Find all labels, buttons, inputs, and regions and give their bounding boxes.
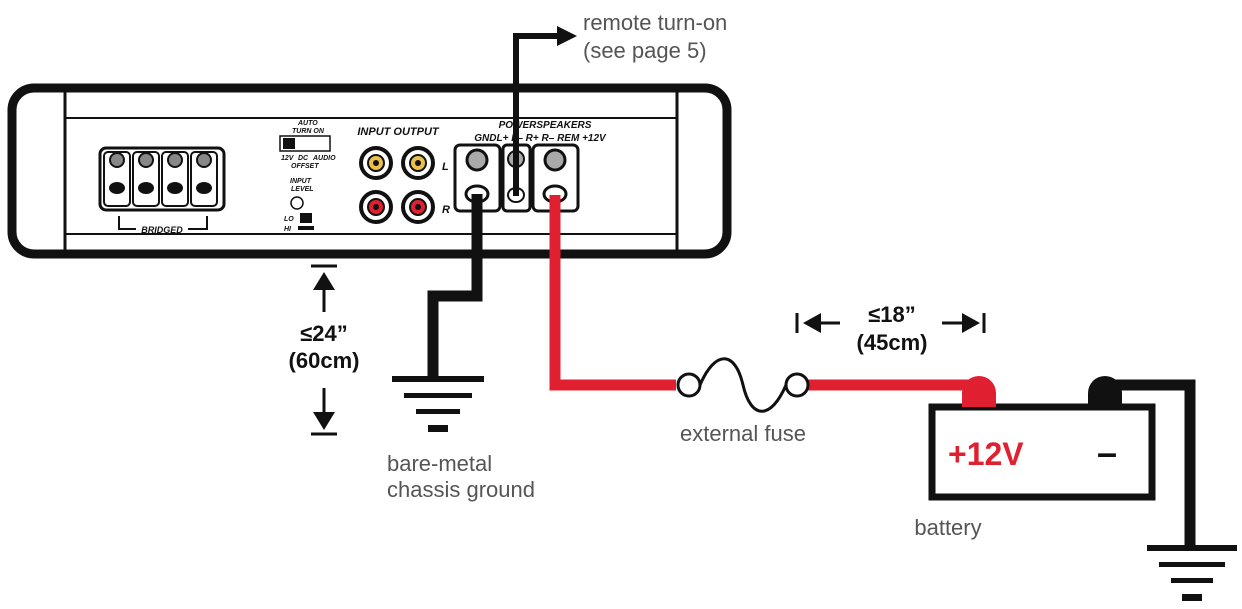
remote-turn-on-wire xyxy=(513,26,577,196)
chassis-ground-label-line1: bare-metal xyxy=(387,451,492,476)
input-output-label: INPUT OUTPUT xyxy=(357,126,440,138)
fuse-distance-metric: (45cm) xyxy=(857,330,928,355)
battery-positive-label: +12V xyxy=(948,436,1024,472)
svg-text:AUTO: AUTO xyxy=(297,120,318,127)
speaker-terminal xyxy=(161,151,189,207)
bridged-label: BRIDGED xyxy=(141,225,183,235)
mode-switch-knob xyxy=(283,138,295,149)
powerspeakers-label: POWERSPEAKERS xyxy=(499,120,592,131)
terminal-labels: GNDL+ L– R+ R– REM +12V xyxy=(474,133,607,144)
svg-text:OFFSET: OFFSET xyxy=(291,163,319,170)
battery-ground-icon xyxy=(1147,545,1237,601)
arrow-right-icon xyxy=(962,313,980,333)
battery-negative-label: – xyxy=(1097,432,1117,473)
chassis-ground-label-line2: chassis ground xyxy=(387,477,535,502)
arrow-down-icon xyxy=(313,412,335,430)
fuse-distance-dimension: ≤18” (45cm) xyxy=(795,302,986,355)
battery-label: battery xyxy=(914,515,981,540)
speaker-terminal xyxy=(132,151,160,207)
svg-text:AUDIO: AUDIO xyxy=(312,155,336,162)
input-level-control: INPUT LEVEL LO HI xyxy=(284,178,314,233)
channel-r-label: R xyxy=(442,204,450,216)
svg-text:DC: DC xyxy=(298,155,309,162)
svg-text:12V: 12V xyxy=(281,155,295,162)
speaker-terminal xyxy=(190,151,218,207)
power-wire xyxy=(549,195,975,391)
fuse-distance-label: ≤18” xyxy=(868,302,916,327)
rca-jack-output-left xyxy=(401,146,435,180)
rca-jack-output-right xyxy=(401,190,435,224)
speaker-terminal xyxy=(103,151,131,207)
battery-positive-terminal xyxy=(962,376,996,407)
battery-ground-wire xyxy=(1110,379,1196,545)
svg-text:INPUT: INPUT xyxy=(290,178,312,185)
svg-text:TURN ON: TURN ON xyxy=(292,128,325,135)
turn-on-mode-switch: AUTO TURN ON 12V DC AUDIO OFFSET xyxy=(279,120,336,170)
level-switch-knob xyxy=(300,213,312,223)
external-fuse-label: external fuse xyxy=(680,421,806,446)
battery-body xyxy=(928,403,1156,501)
svg-text:LEVEL: LEVEL xyxy=(291,186,314,193)
fuse-icon xyxy=(676,357,810,413)
rca-jack-input-right xyxy=(359,190,393,224)
speaker-terminal-block: BRIDGED xyxy=(98,146,226,235)
ground-distance-label: ≤24” xyxy=(300,321,348,346)
remote-page-reference: (see page 5) xyxy=(583,38,707,63)
arrow-up-icon xyxy=(313,272,335,290)
channel-l-label: L xyxy=(442,161,449,173)
svg-text:LO: LO xyxy=(284,216,294,223)
rca-jacks: INPUT OUTPUT L R xyxy=(357,126,450,224)
remote-turn-on-label: remote turn-on xyxy=(583,10,727,35)
svg-text:HI: HI xyxy=(284,226,292,233)
arrow-left-icon xyxy=(803,313,821,333)
ground-distance-dimension: ≤24” (60cm) xyxy=(289,264,360,436)
chassis-ground-icon xyxy=(392,376,484,432)
ground-distance-metric: (60cm) xyxy=(289,348,360,373)
battery: +12V – xyxy=(928,376,1156,501)
input-level-knob xyxy=(290,196,304,210)
remote-arrow-icon xyxy=(557,26,577,46)
rca-jack-input-left xyxy=(359,146,393,180)
ground-wire xyxy=(427,194,483,378)
